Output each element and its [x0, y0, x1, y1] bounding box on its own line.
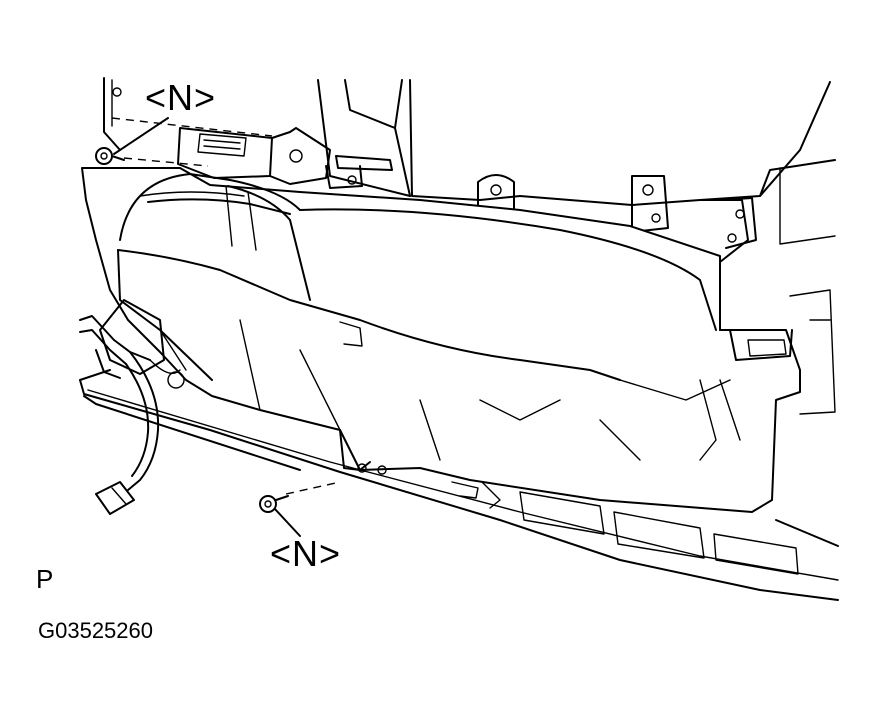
wire-harness — [79, 299, 185, 515]
air-duct — [81, 167, 801, 513]
figure-code-label: G03525260 — [38, 618, 153, 643]
body-frame — [103, 77, 836, 415]
bumper-panel — [79, 369, 839, 601]
nut-callout-top — [95, 117, 273, 167]
nut-label-top: <N> — [145, 77, 217, 118]
nut-callout-bottom — [259, 481, 341, 537]
nut-label-bottom: <N> — [270, 533, 342, 574]
view-letter-label: P — [36, 564, 54, 594]
